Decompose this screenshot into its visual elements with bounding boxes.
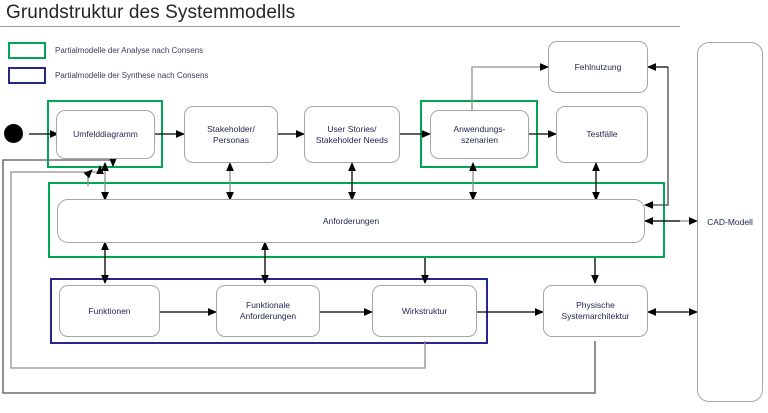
node-label: Funktionale Anforderungen	[239, 300, 297, 321]
edge-physarch-umfeld-feedback	[2, 157, 596, 394]
node-physische-systemarchitektur[interactable]: Physische Systemarchitektur	[543, 285, 648, 337]
legend-label-analyse: Partialmodelle der Analyse nach Consens	[55, 46, 204, 55]
group-frame-anforderungen	[48, 182, 665, 258]
legend-swatch-synthese	[8, 67, 46, 84]
node-anforderungen[interactable]: Anforderungen	[57, 199, 645, 243]
group-frame-synthese	[50, 278, 488, 344]
edge-umfeld-feedback-stub	[83, 169, 93, 186]
node-label: Anwendungs- szenarien	[453, 123, 506, 145]
start-node	[4, 124, 23, 143]
node-funktionale-anforderungen[interactable]: Funktionale Anforderungen	[216, 285, 320, 337]
node-cad-modell[interactable]: CAD-Modell	[697, 42, 763, 402]
node-funktionen[interactable]: Funktionen	[59, 285, 160, 337]
node-label: User Stories/ Stakeholder Needs	[315, 123, 389, 145]
node-user-stories[interactable]: User Stories/ Stakeholder Needs	[304, 106, 400, 163]
node-stakeholder-personas[interactable]: Stakeholder/ Personas	[184, 106, 278, 163]
node-testfaelle[interactable]: Testfälle	[556, 106, 648, 163]
node-wirkstruktur[interactable]: Wirkstruktur	[372, 285, 477, 337]
node-umfelddiagramm[interactable]: Umfelddiagramm	[56, 110, 155, 159]
node-label: Stakeholder/ Personas	[207, 123, 255, 145]
page-title: Grundstruktur des Systemmodells	[6, 2, 296, 23]
legend-label-synthese: Partialmodelle der Synthese nach Consens	[55, 71, 209, 80]
node-anwendungsszenarien[interactable]: Anwendungs- szenarien	[430, 110, 529, 159]
edge-wirkstruktur-umfeld-feedback	[10, 164, 426, 369]
node-label: Physische Systemarchitektur	[561, 300, 630, 321]
title-underline	[0, 26, 680, 27]
node-fehlnutzung[interactable]: Fehlnutzung	[548, 41, 648, 93]
legend-swatch-analyse	[8, 42, 46, 59]
edge-right-trunk-anforderungen	[643, 67, 669, 209]
